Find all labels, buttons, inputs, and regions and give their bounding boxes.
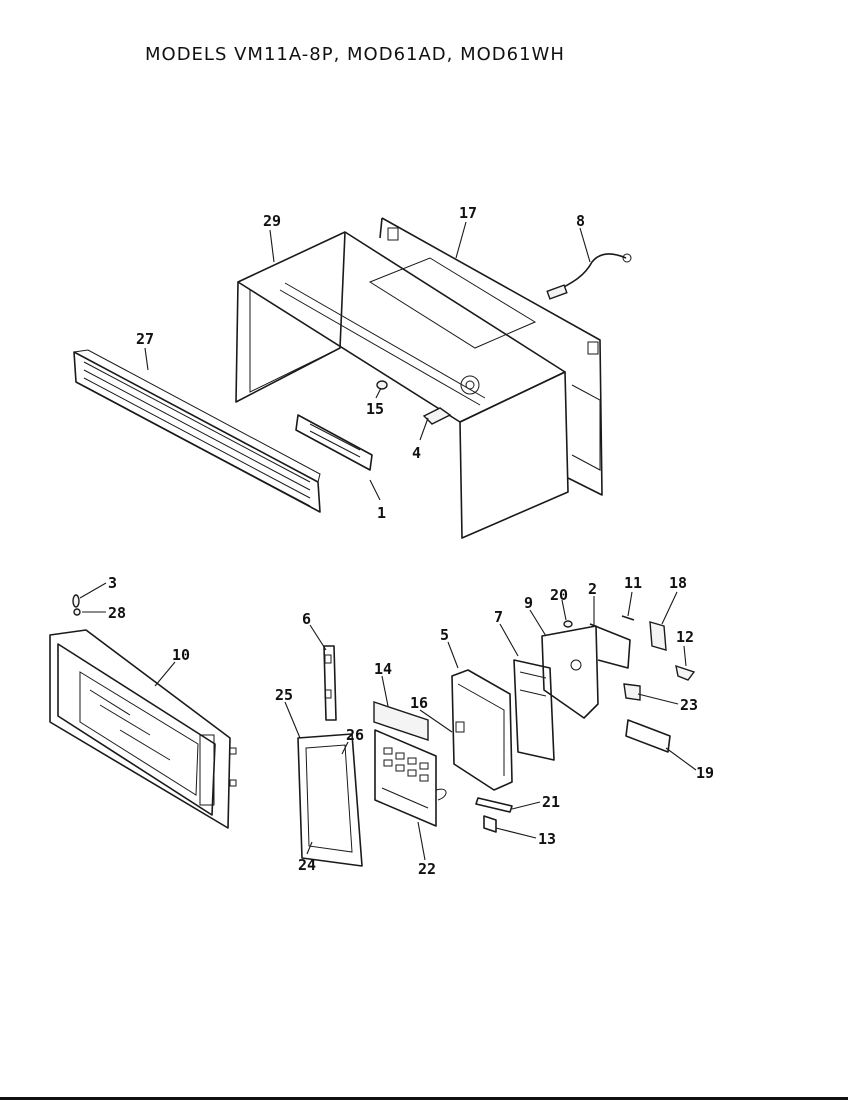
- latch-18: [649, 621, 667, 651]
- callout-28: 28: [108, 604, 126, 622]
- washer-3: [72, 594, 80, 608]
- callout-14: 14: [374, 660, 392, 678]
- power-cord: [546, 253, 632, 300]
- door-bracket: [323, 645, 337, 721]
- mount-plate: [541, 623, 631, 719]
- callout-17: 17: [459, 204, 477, 222]
- front-grille: [73, 349, 321, 513]
- callout-20: 20: [550, 586, 568, 604]
- door-assembly: [49, 629, 237, 829]
- control-panel: [451, 669, 513, 791]
- callout-12: 12: [676, 628, 694, 646]
- outer-case: [235, 231, 569, 539]
- screw-28: [73, 608, 81, 616]
- callout-13: 13: [538, 830, 556, 848]
- bottom-border: [0, 1097, 848, 1100]
- fastener-15: [376, 380, 388, 390]
- callout-9: 9: [524, 594, 533, 612]
- callout-16: 16: [410, 694, 428, 712]
- page-title: MODELS VM11A-8P, MOD61AD, MOD61WH: [145, 44, 565, 65]
- vent-plate: [295, 414, 373, 471]
- callout-6: 6: [302, 610, 311, 628]
- gasket-4: [422, 407, 452, 425]
- membrane-14: [373, 701, 429, 741]
- callout-2: 2: [588, 580, 597, 598]
- callout-1: 1: [377, 504, 386, 522]
- interlock-23: [623, 683, 641, 701]
- callout-10: 10: [172, 646, 190, 664]
- screw-11: [621, 615, 635, 621]
- callout-5: 5: [440, 626, 449, 644]
- callout-21: 21: [542, 793, 560, 811]
- hinge-21: [475, 797, 513, 813]
- hinge-13: [483, 815, 497, 833]
- callout-labels: 29 17 8 27 15 4 1 3 28 10 6 25 26 24 14 …: [108, 204, 714, 878]
- cover-plate-19: [625, 719, 671, 753]
- callout-15: 15: [366, 400, 384, 418]
- callout-4: 4: [412, 444, 421, 462]
- leader-lines: [79, 221, 697, 861]
- callout-27: 27: [136, 330, 154, 348]
- callout-7: 7: [494, 608, 503, 626]
- callout-3: 3: [108, 574, 117, 592]
- callout-29: 29: [263, 212, 281, 230]
- screw-20: [563, 620, 573, 628]
- control-frame: [297, 733, 363, 867]
- callout-22: 22: [418, 860, 436, 878]
- callout-19: 19: [696, 764, 714, 782]
- callout-23: 23: [680, 696, 698, 714]
- callout-24: 24: [298, 856, 316, 874]
- switch-12: [675, 664, 696, 681]
- callout-18: 18: [669, 574, 687, 592]
- keypad: [374, 729, 447, 827]
- callout-11: 11: [624, 574, 642, 592]
- circuit-board: [513, 659, 555, 761]
- rear-panel: [379, 217, 603, 496]
- callout-8: 8: [576, 212, 585, 230]
- callout-26: 26: [346, 726, 364, 744]
- callout-25: 25: [275, 686, 293, 704]
